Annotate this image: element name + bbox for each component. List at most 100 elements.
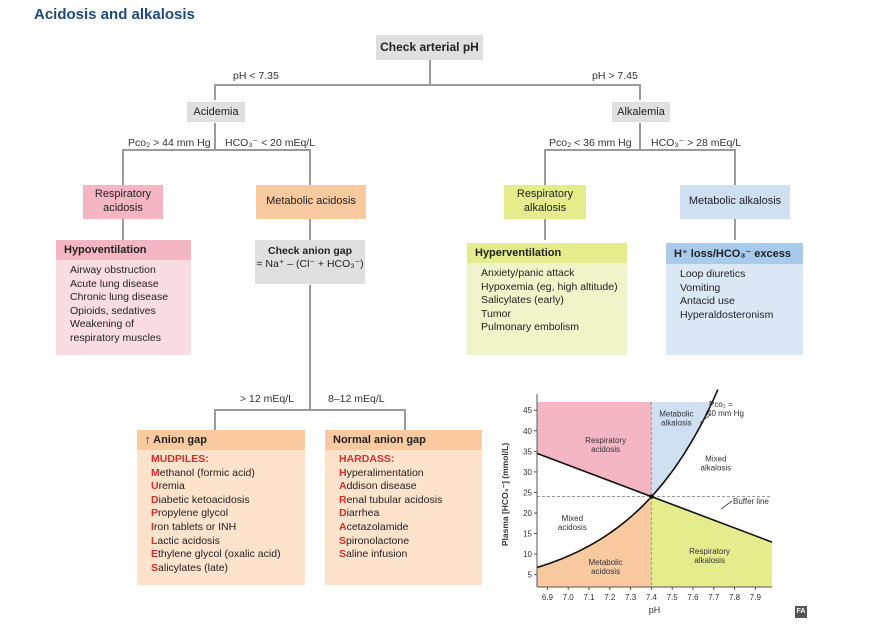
- y-tick-label: 45: [523, 406, 532, 415]
- y-tick-label: 10: [523, 550, 532, 559]
- list-item: Saline infusion: [339, 548, 408, 561]
- label-pco2-series: Pco₂ =40 mm Hg: [707, 400, 744, 418]
- x-tick-label: 7.3: [625, 593, 637, 602]
- list-item: Weakening of respiratory muscles: [70, 318, 162, 344]
- y-tick-label: 35: [523, 447, 532, 456]
- x-axis-label: pH: [649, 605, 661, 615]
- x-tick-label: 7.9: [750, 593, 762, 602]
- pco2-leader-line: [699, 414, 711, 424]
- list-item: Spironolactone: [339, 534, 410, 547]
- x-tick-label: 7.4: [646, 593, 658, 602]
- buffer-leader-line: [720, 500, 733, 510]
- metabolic-alkalosis-box: Metabolic alkalosis: [680, 185, 790, 219]
- list-item: Salicylates (late): [151, 561, 229, 574]
- branch-label-acidic: pH < 7.35: [233, 70, 279, 82]
- h-loss-panel: H⁺ loss/HCO₃⁻ excess Loop diuretics Vomi…: [666, 243, 803, 355]
- y-axis-label: Plasma [HCO₃⁻] (mmol/L): [500, 443, 510, 547]
- list-item: Salicylates (early): [481, 294, 564, 307]
- anion-gap-title: Check anion gap: [267, 245, 352, 257]
- hyperventilation-header: Hyperventilation: [467, 243, 627, 263]
- logo: FA: [795, 606, 807, 618]
- h-loss-header: H⁺ loss/HCO₃⁻ excess: [666, 243, 803, 264]
- list-item: Diarrhea: [339, 507, 380, 520]
- alkalemia-box: Alkalemia: [612, 102, 670, 122]
- y-tick-label: 30: [523, 468, 532, 477]
- list-item: Opioids, sedatives: [70, 304, 156, 317]
- list-item: Loop diuretics: [680, 268, 746, 280]
- check-ph-box: Check arterial pH: [376, 35, 483, 60]
- list-item: Acetazolamide: [339, 520, 409, 533]
- anion-gap-formula: = Na⁺ – (Cl⁻ + HCO₃⁻): [256, 257, 364, 270]
- condition-hco3-low: HCO₃⁻ < 20 mEq/L: [225, 137, 316, 149]
- condition-pco2-high: Pco₂ > 44 mm Hg: [128, 137, 211, 149]
- gap-normal-label: 8–12 mEq/L: [328, 393, 385, 405]
- list-item: Airway obstruction: [70, 264, 156, 276]
- list-item: Iron tablets or INH: [151, 520, 237, 533]
- y-tick-label: 25: [523, 488, 532, 497]
- respiratory-alkalosis-box: Respiratory alkalosis: [504, 185, 586, 219]
- x-tick-label: 7.7: [708, 593, 720, 602]
- ph-bicarbonate-chart: 5 10 15 20 25 30 35 40 45 6.9 7.0 7.1 7.2 7.3 7.4 7.5 7.…: [500, 389, 773, 615]
- pco2-curve: [536, 389, 719, 569]
- respiratory-acidosis-box: Respiratory acidosis: [83, 185, 163, 219]
- buffer-line: [536, 452, 773, 543]
- metabolic-acidosis-box: Metabolic acidosis: [256, 185, 366, 219]
- list-item: Hyperaldosteronism: [680, 308, 774, 321]
- condition-pco2-low: Pco₂ < 36 mm Hg: [549, 137, 632, 149]
- list-item: Addison disease: [339, 480, 417, 493]
- list-item: Vomiting: [680, 281, 721, 294]
- mnemonic-title: HARDASS:: [339, 453, 395, 465]
- metabolic-acidosis-region: [537, 496, 652, 587]
- list-item: Methanol (formic acid): [151, 466, 255, 479]
- x-tick-label: 7.5: [667, 593, 679, 602]
- list-item: Propylene glycol: [151, 507, 229, 520]
- x-tick-label: 7.1: [583, 593, 595, 602]
- normal-anion-gap-panel: Normal anion gap HARDASS: Hyperalimentat…: [325, 430, 482, 585]
- page-title: Acidosis and alkalosis: [34, 6, 195, 23]
- list-item: Antacid use: [680, 295, 735, 308]
- normal-anion-gap-header: Normal anion gap: [325, 430, 482, 450]
- branch-label-alkaline: pH > 7.45: [592, 70, 638, 82]
- acidemia-box: Acidemia: [187, 102, 245, 122]
- x-tick-label: 7.8: [729, 593, 741, 602]
- hypoventilation-header: Hypoventilation: [56, 240, 191, 260]
- list-item: Hypoxemia (eg, high altitude): [481, 280, 618, 293]
- list-item: Pulmonary embolism: [481, 321, 580, 334]
- list-item: Diabetic ketoacidosis: [151, 493, 250, 506]
- hypoventilation-panel: Hypoventilation Airway obstruction Acute…: [56, 240, 191, 355]
- mnemonic-title: MUDPILES:: [151, 453, 209, 465]
- hyperventilation-panel: Hyperventilation Anxiety/panic attack Hy…: [467, 243, 627, 355]
- condition-hco3-high: HCO₃⁻ > 28 mEq/L: [651, 137, 742, 149]
- x-tick-label: 7.6: [687, 593, 699, 602]
- metabolic-alkalosis-region: [651, 402, 713, 497]
- check-anion-gap-box: Check anion gap = Na⁺ – (Cl⁻ + HCO₃⁻): [255, 240, 365, 284]
- x-tick-label: 7.0: [563, 593, 575, 602]
- list-item: Anxiety/panic attack: [481, 267, 575, 279]
- x-tick-label: 6.9: [542, 593, 554, 602]
- list-item: Renal tubular acidosis: [339, 493, 443, 506]
- high-anion-gap-header: ↑ Anion gap: [137, 430, 305, 450]
- label-buffer-line: Buffer line: [733, 497, 769, 506]
- y-tick-label: 5: [528, 571, 533, 580]
- gap-high-label: > 12 mEq/L: [240, 393, 294, 405]
- list-item: Chronic lung disease: [70, 291, 169, 304]
- x-tick-label: 7.2: [604, 593, 616, 602]
- high-anion-gap-panel: ↑ Anion gap MUDPILES: Methanol (formic a…: [137, 430, 305, 585]
- list-item: Acute lung disease: [70, 277, 159, 290]
- y-tick-label: 20: [523, 509, 532, 518]
- list-item: Uremia: [151, 480, 185, 493]
- respiratory-acidosis-region: [537, 402, 652, 497]
- y-tick-label: 40: [523, 427, 532, 436]
- list-item: Tumor: [481, 307, 511, 320]
- respiratory-alkalosis-region: [651, 496, 772, 587]
- y-tick-label: 15: [523, 530, 532, 539]
- list-item: Ethylene glycol (oxalic acid): [151, 548, 281, 561]
- list-item: Hyperalimentation: [339, 466, 424, 479]
